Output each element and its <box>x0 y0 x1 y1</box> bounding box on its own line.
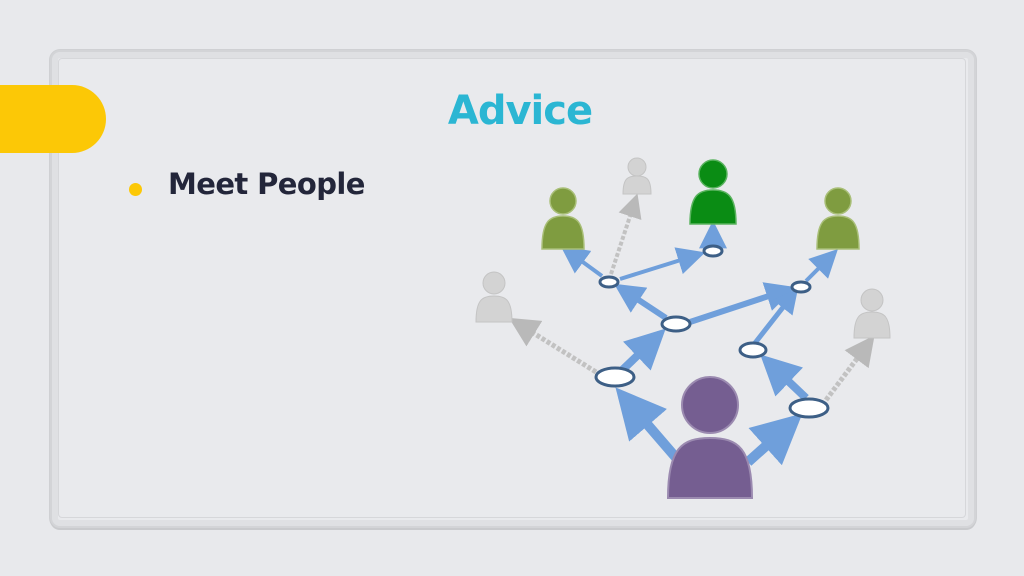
grey-arrow-top <box>609 193 642 275</box>
hub-node <box>788 397 830 419</box>
slide-title: Advice <box>447 88 593 134</box>
grey-arrow-left <box>508 317 598 375</box>
arrow-mid-to-upper-right-node <box>753 288 799 345</box>
hub-nodes <box>594 244 830 419</box>
person-icon-inactive-top <box>622 157 652 195</box>
person-icon-connection-right <box>816 187 860 250</box>
hub-node <box>702 244 724 258</box>
accent-tab <box>0 85 106 153</box>
arrow-right-node-to-mid-node <box>760 354 809 401</box>
arrow-to-right-green-person <box>804 249 838 283</box>
bullet-text: Meet People <box>168 167 365 201</box>
person-icon-connection-left <box>541 187 585 250</box>
inactive-arrows <box>508 193 875 402</box>
person-icon-inactive-right <box>853 288 891 339</box>
hub-node <box>790 280 812 294</box>
arrow-self-to-right-node <box>744 413 803 466</box>
person-icon-target <box>689 159 737 225</box>
hub-node <box>660 315 692 333</box>
bullet-dot <box>129 183 142 196</box>
arrow-to-left-green-person <box>560 245 604 278</box>
arrow-upper-left-to-target-node <box>619 247 706 281</box>
hub-node <box>594 366 636 388</box>
slide-card <box>58 58 966 518</box>
person-icon-self <box>666 376 754 499</box>
grey-arrow-right <box>824 335 875 402</box>
arrow-self-to-left-node <box>615 387 682 464</box>
hub-node <box>598 275 620 289</box>
hub-node <box>738 341 768 359</box>
arrow-center-to-upper-left-node <box>613 283 668 321</box>
person-icon-inactive-left <box>475 271 513 323</box>
